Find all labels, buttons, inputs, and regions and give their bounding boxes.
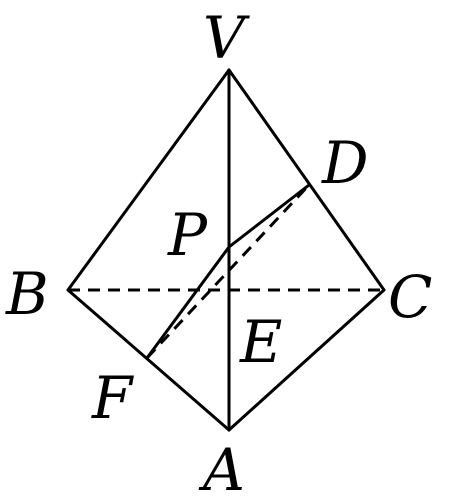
label-E: E (239, 308, 282, 376)
label-P: P (167, 201, 208, 269)
segment-PD (227, 183, 311, 249)
label-F: F (91, 364, 134, 432)
label-D: D (321, 129, 369, 197)
label-C: C (388, 263, 432, 331)
edge-VC (227, 68, 386, 292)
segment-FP (145, 245, 231, 360)
edge-BA (66, 288, 231, 432)
edge-AC (227, 288, 386, 432)
edge-VB (66, 68, 231, 292)
label-V: V (203, 4, 250, 72)
label-A: A (198, 436, 245, 501)
label-B: B (5, 260, 49, 328)
